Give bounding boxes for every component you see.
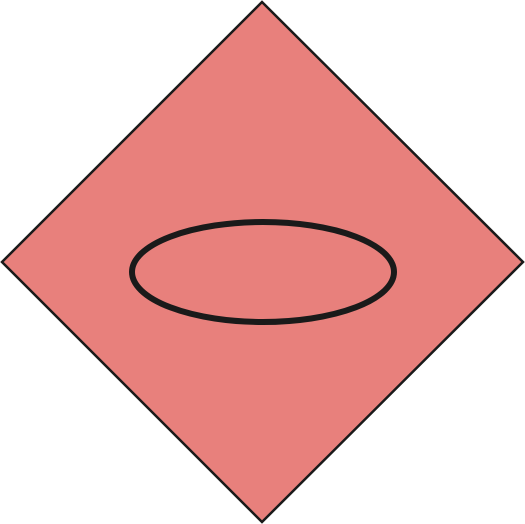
ellipse-shape: [129, 219, 397, 325]
